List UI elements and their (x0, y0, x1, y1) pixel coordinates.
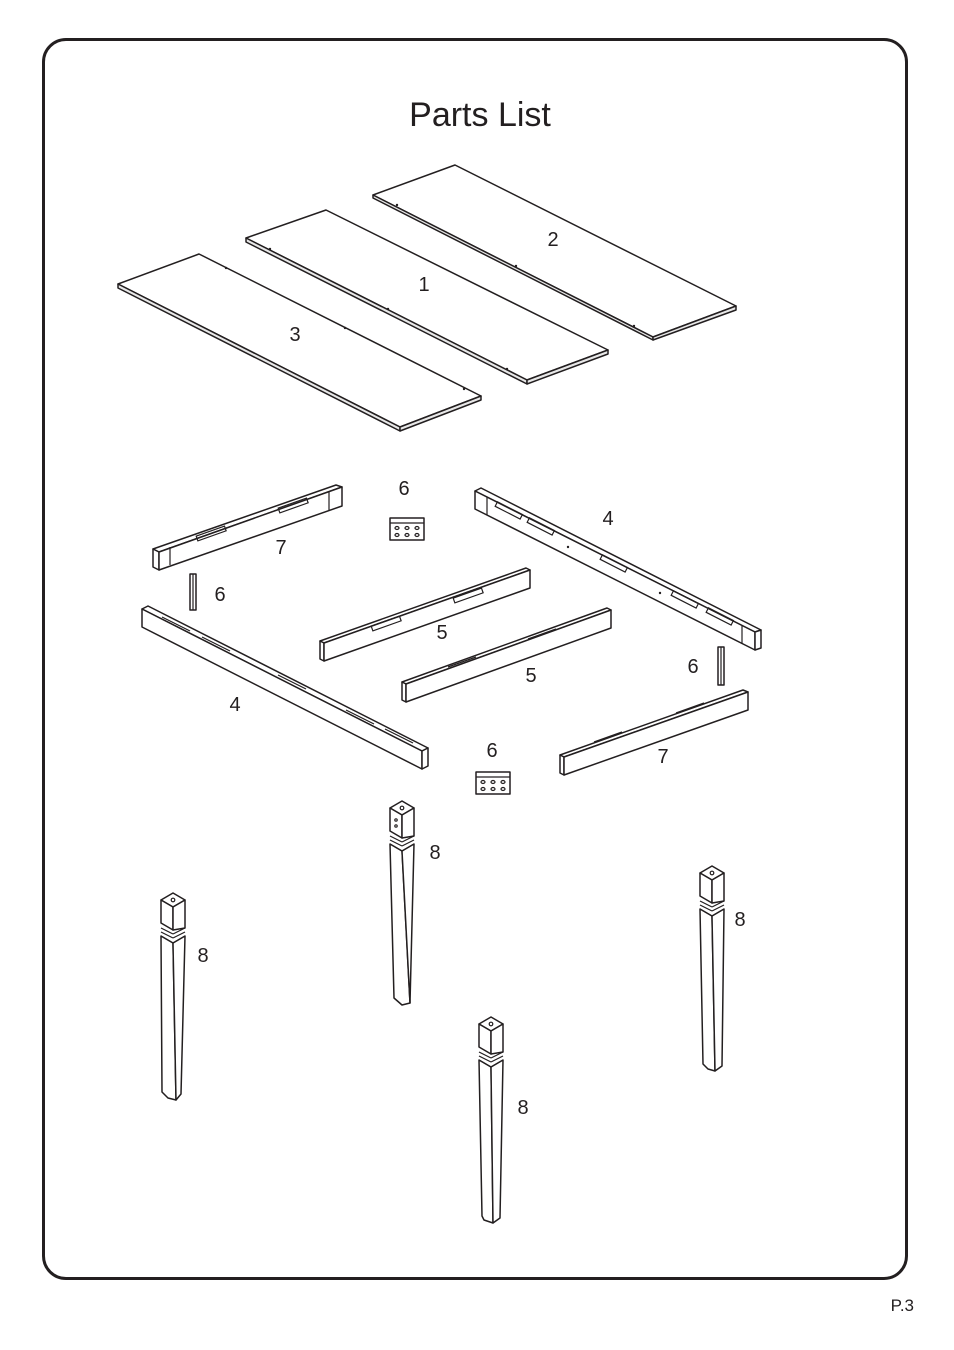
label-rail-5-upper: 5 (436, 622, 447, 644)
rail-7-right (560, 690, 748, 775)
label-leg-8-left: 8 (197, 945, 208, 967)
label-board-2: 2 (547, 229, 558, 251)
leg-8-bottom (479, 1017, 503, 1223)
label-board-3: 3 (289, 324, 300, 346)
label-block-6-bottom: 6 (486, 740, 497, 762)
label-leg-8-right: 8 (734, 909, 745, 931)
label-leg-8-center: 8 (429, 842, 440, 864)
label-rail-4-bottom: 4 (229, 694, 240, 716)
leg-8-center (390, 801, 414, 1005)
label-board-1: 1 (418, 274, 429, 296)
label-leg-8-bottom: 8 (517, 1097, 528, 1119)
block-6-top (390, 518, 424, 540)
block-6-right (718, 647, 724, 685)
label-block-6-top: 6 (398, 478, 409, 500)
block-6-left (190, 574, 196, 610)
label-rail-5-lower: 5 (525, 665, 536, 687)
label-rail-7-left: 7 (275, 537, 286, 559)
label-block-6-left: 6 (214, 584, 225, 606)
label-block-6-right: 6 (687, 656, 698, 678)
leg-8-left (161, 893, 185, 1100)
rail-4-top (475, 488, 761, 650)
rail-7-left (153, 485, 342, 570)
label-rail-7-right: 7 (657, 746, 668, 768)
leg-8-right (700, 866, 724, 1071)
label-rail-4-top: 4 (602, 508, 613, 530)
block-6-bottom (476, 772, 510, 794)
